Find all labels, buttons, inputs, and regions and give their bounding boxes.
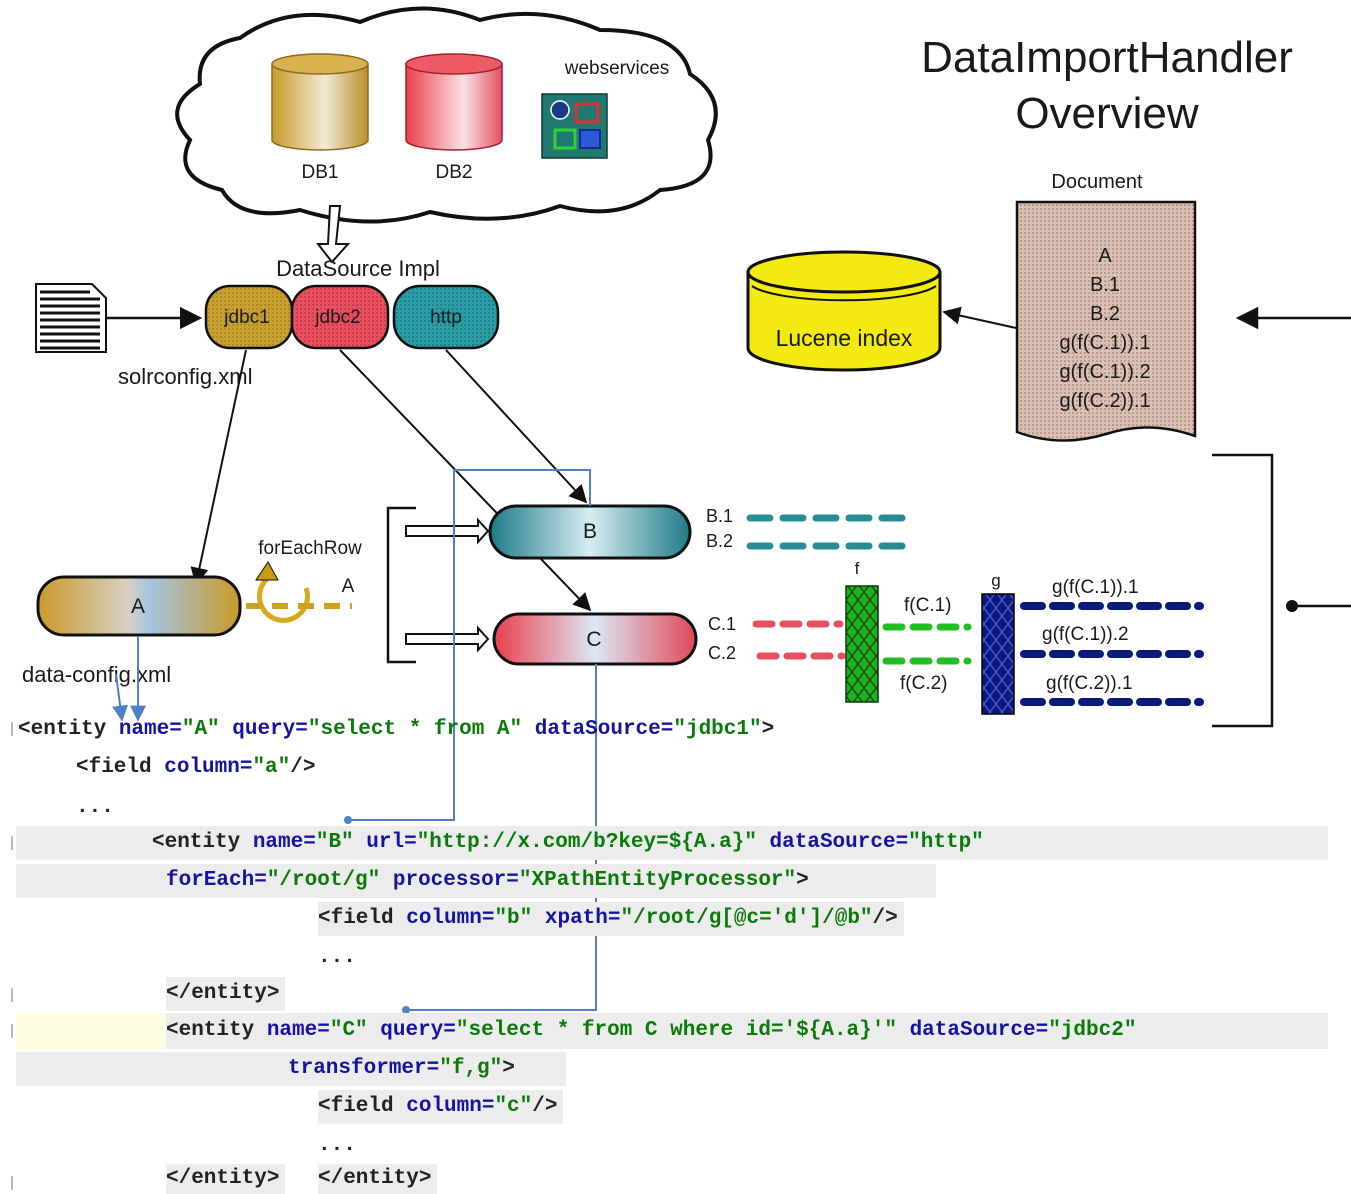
db2-cylinder (405, 53, 503, 151)
solrconfig-file-icon (35, 283, 107, 353)
c-code-link-dot (402, 1006, 410, 1014)
entity-c-label: C (586, 628, 601, 651)
document-field: B.1 (1090, 274, 1120, 296)
fc1-label: f(C.1) (904, 595, 952, 616)
title-line-1: DataImportHandler (921, 33, 1293, 82)
db1-label: DB1 (302, 162, 339, 183)
entity-a (36, 575, 242, 637)
gfc12-label: g(f(C.1)).2 (1042, 624, 1129, 645)
output-bracket (1212, 453, 1274, 728)
jdbc1-to-a-arrow (190, 349, 247, 586)
c-to-code-link (406, 664, 597, 1011)
b2-label: B.2 (706, 531, 733, 551)
document-field: g(f(C.1)).2 (1059, 361, 1150, 383)
entity-a-row-label: A (342, 576, 355, 597)
to-c-hollow-arrow (405, 625, 490, 653)
fc2-label: f(C.2) (900, 673, 948, 694)
document-field: A (1098, 245, 1112, 267)
jdbc2-datasource (290, 284, 390, 350)
b-to-code-link (348, 469, 591, 821)
entity-a-label: A (131, 595, 145, 618)
transformer-f-label: f (855, 559, 860, 578)
foreachrow-label: forEachRow (258, 538, 362, 559)
c1-label: C.1 (708, 614, 736, 634)
config-to-code-link (112, 673, 129, 722)
b-code-link-dot (344, 816, 352, 824)
document-to-lucene-arrow (942, 306, 1017, 329)
document-fields: A B.1B.2 g(f(C.1)).1 g(f(C.1)).2 g(f(C.2)).1 (1059, 245, 1150, 412)
title-line-2: Overview (1015, 89, 1199, 138)
solrconfig-label: solrconfig.xml (118, 364, 252, 389)
document-field: g(f(C.1)).1 (1059, 332, 1150, 354)
datasource-impl-label: DataSource Impl (276, 256, 440, 281)
webservices-label: webservices (564, 58, 670, 79)
lucene-index-cylinder (746, 250, 942, 372)
document-field: g(f(C.2)).1 (1059, 390, 1150, 412)
gfc11-label: g(f(C.1)).1 (1052, 577, 1139, 598)
data-config-label: data-config.xml (22, 662, 171, 687)
transformer-g-label: g (991, 571, 1000, 590)
bracket-dot (1286, 600, 1298, 612)
http-to-b-arrow (445, 349, 588, 504)
entity-b-label: B (583, 520, 597, 543)
lucene-index-label: Lucene index (776, 325, 913, 351)
b1-label: B.1 (706, 506, 733, 526)
db2-label: DB2 (436, 162, 473, 183)
transformer-g (981, 593, 1015, 715)
http-label: http (430, 307, 462, 328)
child-entities-bracket (386, 506, 416, 664)
transformer-f (845, 585, 879, 703)
db1-cylinder (271, 53, 369, 151)
foreachrow-loop-head (255, 561, 279, 581)
document-shape (1015, 200, 1197, 442)
c2-label: C.2 (708, 643, 736, 663)
jdbc1-label: jdbc1 (223, 307, 269, 328)
http-datasource (392, 284, 500, 350)
document-label: Document (1051, 171, 1143, 193)
jdbc2-label: jdbc2 (314, 307, 360, 328)
gfc21-label: g(f(C.2)).1 (1046, 673, 1133, 694)
to-b-hollow-arrow (405, 517, 490, 545)
jdbc2-to-c-arrow (339, 349, 592, 612)
document-field: B.2 (1090, 303, 1120, 325)
webservices-icon (541, 93, 608, 159)
foreachrow-loop (257, 576, 310, 623)
cloud-to-datasource-arrow (315, 205, 351, 264)
